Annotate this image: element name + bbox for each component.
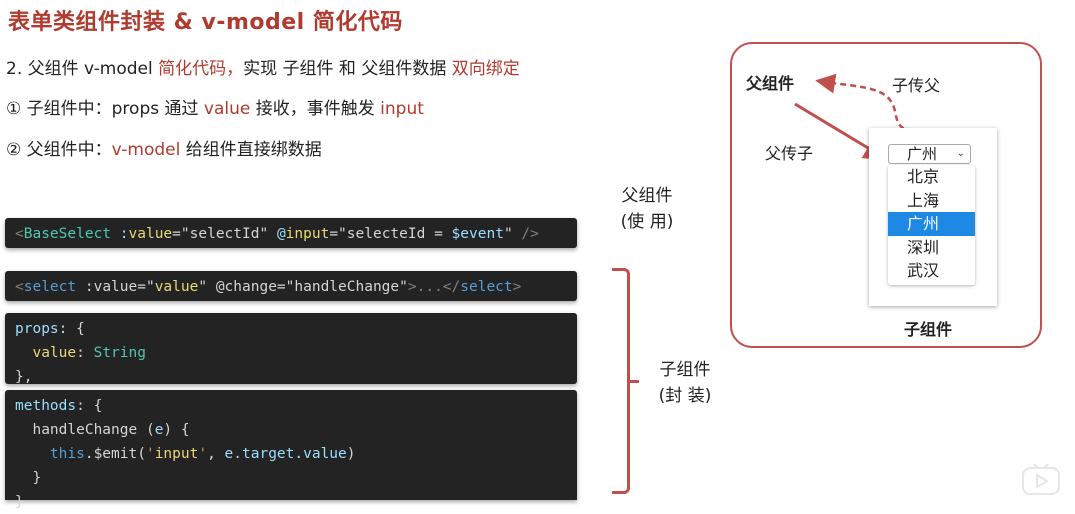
child-bracket — [612, 268, 630, 494]
parent-usage-sub: (使 用) — [620, 212, 674, 232]
child-component-preview: 广州 ⌄ 北京 上海 广州 深圳 武汉 — [869, 128, 997, 306]
point-2-highlight: input — [380, 99, 424, 119]
point-2-highlight: value — [203, 99, 251, 119]
child-bracket-tip — [629, 380, 639, 383]
point-1-text: 实现 子组件 和 父组件数据 — [243, 59, 452, 79]
city-select-value: 广州 — [907, 145, 938, 163]
code-child-props: props: { value: String }, — [5, 313, 577, 385]
parent-usage-title: 父组件 — [621, 186, 673, 206]
point-1: 2. 父组件 v-model 简化代码，实现 子组件 和 父组件数据 双向绑定 — [6, 54, 520, 79]
child-encapsulate-sub: (封 装) — [658, 386, 712, 406]
diagram-parent-label: 父组件 — [746, 74, 795, 93]
child-encapsulate-title: 子组件 — [659, 360, 711, 380]
code-parent-usage: <BaseSelect :value="selectId" @input="se… — [5, 218, 577, 248]
chevron-down-icon: ⌄ — [956, 148, 965, 159]
parent-usage-label: 父组件 (使 用) — [612, 183, 682, 235]
point-3: ② 父组件中：v-model 给组件直接绑数据 — [6, 135, 322, 160]
code-child-methods: methods: { handleChange (e) { this.$emit… — [5, 390, 577, 510]
city-option[interactable]: 上海 — [907, 190, 940, 210]
city-option-selected[interactable]: 广州 — [888, 212, 975, 236]
city-option[interactable]: 武汉 — [907, 261, 940, 280]
city-option[interactable]: 北京 — [907, 167, 940, 186]
point-1-highlight: 简化代码， — [158, 59, 244, 79]
flow-arrows — [794, 73, 914, 161]
diagram-parent-to-child-label: 父传子 — [765, 144, 814, 163]
child-to-parent-arrow — [815, 73, 914, 134]
point-3-text: 给组件直接绑数据 — [180, 140, 322, 160]
point-1-highlight: 双向绑定 — [451, 59, 520, 79]
diagram-child-to-parent-label: 子传父 — [892, 76, 941, 95]
city-option[interactable]: 深圳 — [907, 237, 940, 257]
parent-to-child-arrow — [794, 102, 889, 161]
city-select[interactable]: 广州 ⌄ — [888, 144, 971, 164]
play-tv-icon[interactable] — [1020, 458, 1062, 500]
point-3-text: ② 父组件中： — [6, 140, 112, 160]
child-encapsulate-label: 子组件 (封 装) — [650, 357, 720, 409]
diagram-child-label: 子组件 — [904, 320, 953, 339]
point-2-text: 接收，事件触发 — [250, 99, 381, 119]
data-flow-diagram: 父组件 子传父 父传子 广州 ⌄ 北京 上海 广州 深圳 武汉 子组件 — [730, 42, 1042, 348]
point-3-highlight: v-model — [111, 140, 181, 160]
point-2-text: ① 子组件中：props 通过 — [6, 99, 204, 119]
point-2: ① 子组件中：props 通过 value 接收，事件触发 input — [6, 94, 424, 119]
city-options-list: 北京 上海 广州 深圳 武汉 — [888, 165, 975, 285]
code-child-template: <select :value="value" @change="handleCh… — [5, 271, 577, 301]
point-1-text: 2. 父组件 v-model — [6, 59, 159, 79]
slide-title: 表单类组件封装 & v-model 简化代码 — [8, 10, 403, 35]
